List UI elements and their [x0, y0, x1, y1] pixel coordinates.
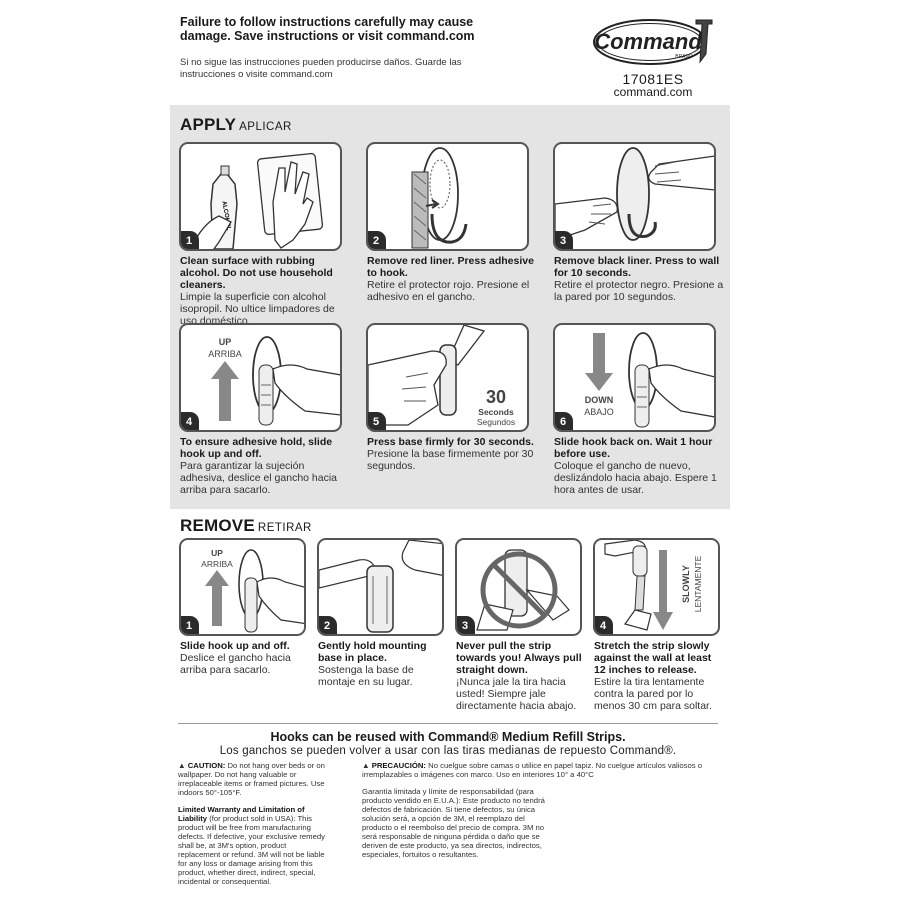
- apply-step-3-caption: Remove black liner. Press to wall for 10…: [554, 255, 724, 303]
- website: command.com: [613, 85, 693, 99]
- product-code: 17081ES: [622, 71, 684, 87]
- up-arrow-icon: [205, 570, 229, 626]
- reuse-text-es: Los ganchos se pueden volver a usar con …: [219, 745, 677, 757]
- remove-step-4-image: SLOWLY LENTAMENTE 4: [593, 538, 720, 636]
- apply-step-4-caption: To ensure adhesive hold, slide hook up a…: [180, 436, 338, 496]
- step-number: 6: [555, 412, 573, 430]
- remove-step-4-caption: Stretch the strip slowly against the wal…: [594, 640, 712, 712]
- apply-step-3-image: 3: [553, 142, 716, 251]
- warning-text: Failure to follow instructions carefully…: [180, 15, 475, 43]
- step-number: 4: [595, 616, 613, 634]
- apply-step-4-image: UP ARRIBA 4: [179, 323, 342, 432]
- precaucion-note: ▲ PRECAUCIÓN: No cuelgue sobre camas o u…: [362, 761, 703, 779]
- up-arrow-icon: [211, 361, 239, 421]
- apply-step-1-caption: Clean surface with rubbing alcohol. Do n…: [180, 255, 335, 327]
- divider: [178, 723, 718, 724]
- remove-step-2-caption: Gently hold mounting base in place.Soste…: [318, 640, 427, 688]
- step-number: 4: [181, 412, 199, 430]
- svg-text:30: 30: [486, 387, 506, 407]
- garantia-note: Garantía limitada y límite de responsabi…: [362, 787, 545, 859]
- svg-text:Seconds: Seconds: [478, 407, 514, 417]
- prohibited-icon: [480, 551, 558, 629]
- apply-step-2-caption: Remove red liner. Press adhesive to hook…: [367, 255, 534, 303]
- down-arrow-icon: [653, 550, 673, 630]
- apply-step-5-image: 30 Seconds Segundos 5: [366, 323, 529, 432]
- remove-step-1-caption: Slide hook up and off.Deslice el gancho …: [180, 640, 291, 676]
- brand-name: Command: [594, 29, 702, 54]
- step-number: 3: [457, 616, 475, 634]
- brand-sub: BRAND: [675, 54, 693, 60]
- apply-step-2-image: 2: [366, 142, 529, 251]
- step-number: 1: [181, 616, 199, 634]
- step-number: 5: [368, 412, 386, 430]
- remove-step-2-image: 2: [317, 538, 444, 636]
- svg-text:SLOWLY: SLOWLY: [681, 565, 691, 603]
- svg-text:ALCOHOL: ALCOHOL: [220, 201, 231, 232]
- svg-text:UP: UP: [219, 337, 232, 347]
- caution-note: ▲ CAUTION: Do not hang over beds or on w…: [178, 761, 325, 797]
- remove-step-3-caption: Never pull the strip towards you! Always…: [456, 640, 582, 712]
- warning-icon: ▲: [178, 761, 186, 770]
- warning-text-es: Si no sigue las instrucciones pueden pro…: [180, 57, 462, 80]
- svg-text:DOWN: DOWN: [585, 395, 614, 405]
- warning-icon: ▲: [362, 761, 370, 770]
- svg-text:ABAJO: ABAJO: [584, 407, 614, 417]
- reuse-text: Hooks can be reused with Command® Medium…: [270, 730, 626, 744]
- svg-text:Segundos: Segundos: [477, 417, 515, 427]
- warranty-note: Limited Warranty and Limitation of Liabi…: [178, 805, 325, 886]
- svg-text:LENTAMENTE: LENTAMENTE: [693, 555, 703, 612]
- apply-step-6-caption: Slide hook back on. Wait 1 hour before u…: [554, 436, 717, 496]
- svg-text:ARRIBA: ARRIBA: [201, 559, 233, 569]
- apply-step-6-image: DOWN ABAJO 6: [553, 323, 716, 432]
- step-number: 3: [555, 231, 573, 249]
- step-number: 1: [181, 231, 199, 249]
- apply-step-5-caption: Press base firmly for 30 seconds.Presion…: [367, 436, 534, 472]
- apply-step-1-image: ALCOHOL 1: [179, 142, 342, 251]
- command-logo: Command BRAND: [592, 14, 718, 70]
- remove-step-1-image: UP ARRIBA 1: [179, 538, 306, 636]
- svg-text:UP: UP: [211, 548, 223, 558]
- remove-step-3-image: 3: [455, 538, 582, 636]
- svg-text:ARRIBA: ARRIBA: [208, 349, 242, 359]
- step-number: 2: [368, 231, 386, 249]
- step-number: 2: [319, 616, 337, 634]
- down-arrow-icon: [585, 333, 613, 391]
